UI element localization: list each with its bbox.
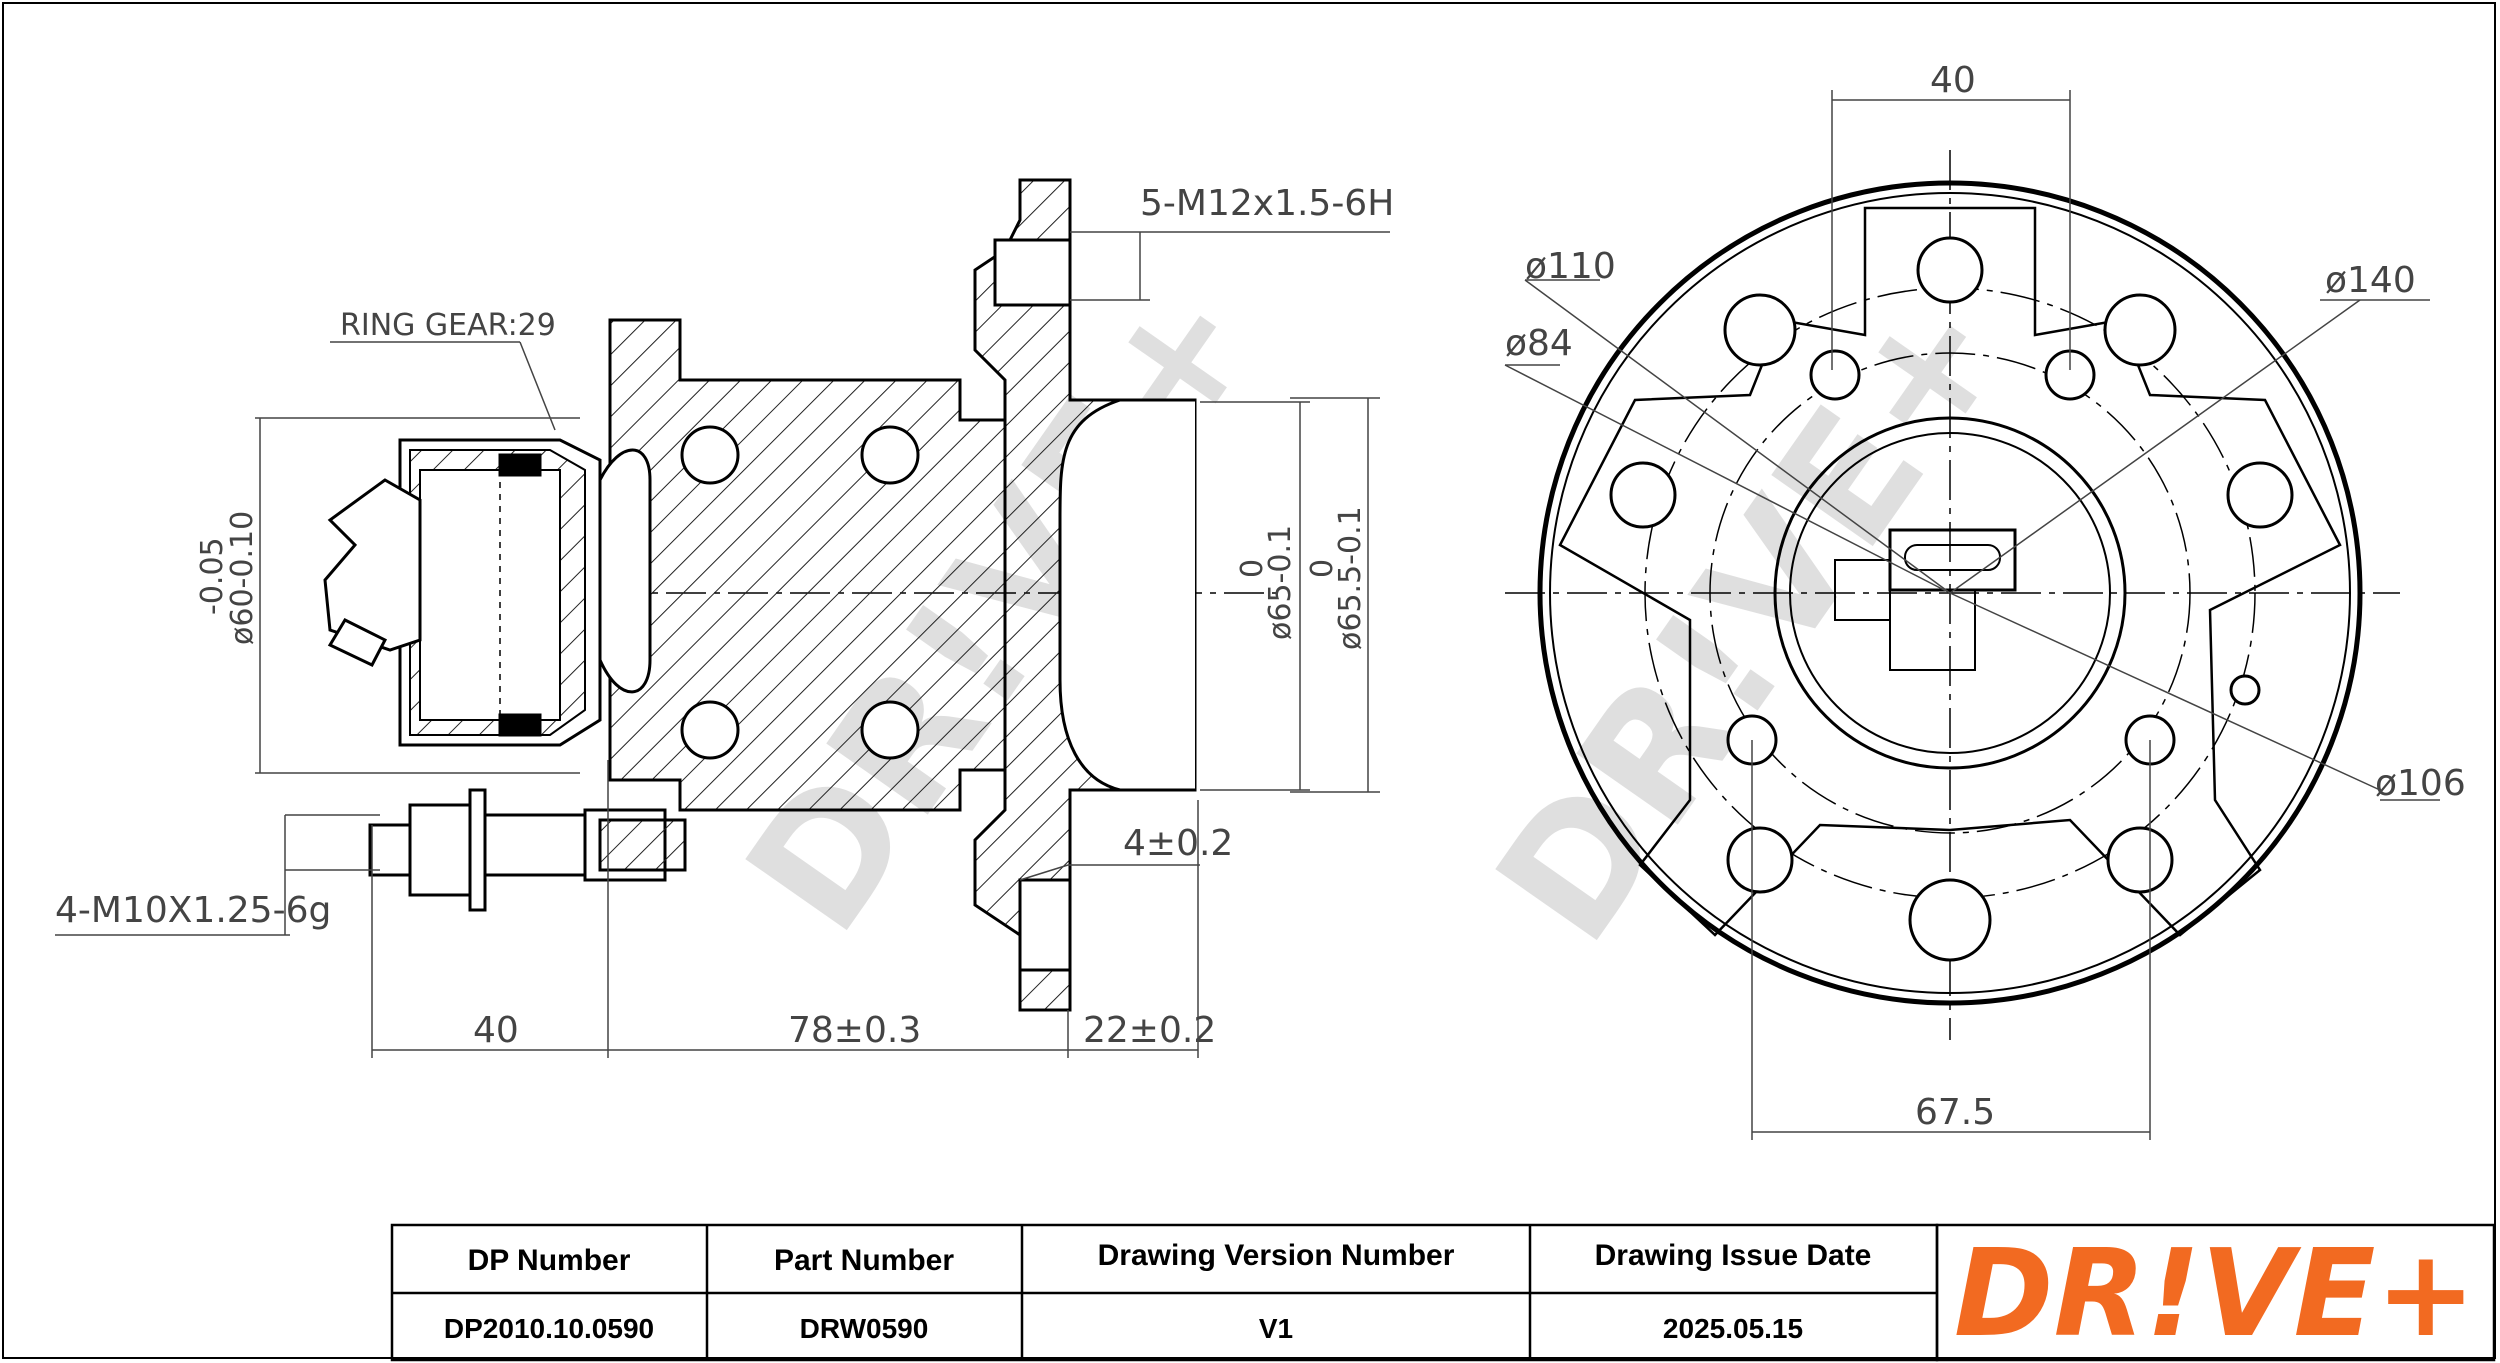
- dia-65-tol-label: 0: [1235, 559, 1270, 578]
- dim-4-label: 4±0.2: [1123, 823, 1233, 864]
- dia-655-label: ø65.5-0.1: [1333, 506, 1368, 650]
- dia-110-label: ø110: [1525, 246, 1616, 287]
- title-block: [390, 1223, 2496, 1362]
- header-issue-date: Drawing Issue Date: [1595, 1239, 1872, 1272]
- value-part-number: DRW0590: [800, 1313, 929, 1344]
- dim-675-label: 67.5: [1915, 1092, 1995, 1133]
- bolts-label: 4-M10X1.25-6g: [55, 890, 331, 931]
- dia-106-label: ø106: [2375, 763, 2466, 804]
- header-dp-number: DP Number: [468, 1244, 631, 1277]
- front-dimensions: [1504, 90, 2440, 1140]
- dia-140-label: ø140: [2325, 260, 2416, 301]
- dia-655-tol-label: 0: [1305, 559, 1340, 578]
- value-dp-number: DP2010.10.0590: [444, 1313, 654, 1344]
- dia-84-label: ø84: [1505, 323, 1573, 364]
- front-view: [1505, 150, 2400, 1040]
- dia-bore-label: ø60-0.10: [225, 511, 260, 645]
- dim-78-label: 78±0.3: [788, 1010, 921, 1051]
- thread-front-label: 5-M12x1.5-6H: [1140, 183, 1394, 224]
- dia-65-label: ø65-0.1: [1263, 525, 1298, 640]
- value-version: V1: [1259, 1313, 1293, 1344]
- dim-40-side-label: 40: [473, 1010, 519, 1051]
- wheel-bolt: [368, 788, 687, 912]
- dim-40-front-label: 40: [1930, 60, 1976, 101]
- side-view: [323, 178, 1280, 1012]
- value-issue-date: 2025.05.15: [1663, 1313, 1803, 1344]
- brand-logo: DR!VE+: [1954, 1225, 2476, 1363]
- side-dimensions: [55, 231, 1390, 1058]
- dia-bore-tol-label: -0.05: [195, 537, 230, 615]
- ring-gear-label: RING GEAR:29: [340, 308, 556, 343]
- svg-text:DR!VE+: DR!VE+: [1954, 1225, 2476, 1363]
- header-version: Drawing Version Number: [1098, 1239, 1455, 1272]
- header-part-number: Part Number: [774, 1244, 954, 1277]
- dim-22-label: 22±0.2: [1083, 1010, 1216, 1051]
